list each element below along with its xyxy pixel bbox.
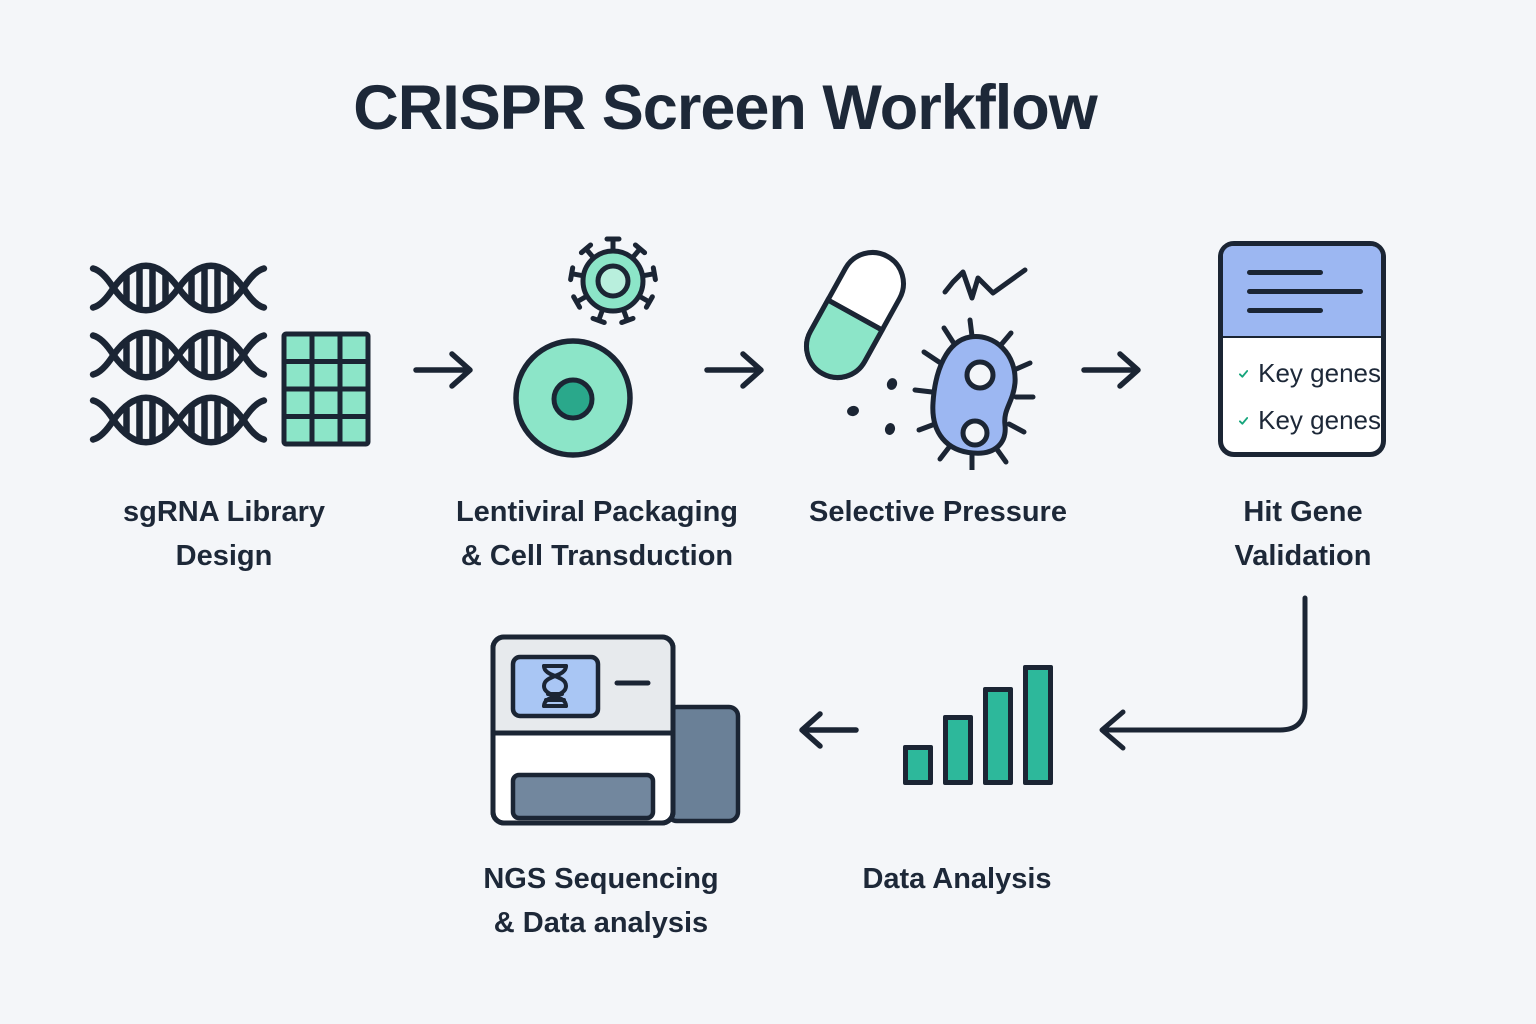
page-title: CRISPR Screen Workflow <box>353 73 1098 143</box>
sequencer-side-unit <box>665 704 741 824</box>
library-grid-icon <box>281 331 371 452</box>
bacteria-icon <box>912 317 1036 473</box>
step-label-data-analysis: Data Analysis <box>862 863 1052 895</box>
sequencer-screen <box>510 654 601 719</box>
card-text-line <box>1247 269 1323 275</box>
dots-icon <box>847 378 898 435</box>
bar <box>903 745 933 785</box>
step-label-sgrna: sgRNA Library Design <box>123 496 325 572</box>
capsule-pill-icon <box>804 250 906 380</box>
key-gene-row: Key genes <box>1239 358 1381 389</box>
dna-helix-icon <box>85 329 272 386</box>
dna-helix-icon <box>85 394 272 451</box>
arrow-left-icon <box>790 708 860 757</box>
card-text-line <box>1247 307 1323 313</box>
step-label-selective-pressure: Selective Pressure <box>809 496 1067 528</box>
virus-icon <box>563 231 663 336</box>
cell-icon <box>508 333 638 468</box>
key-gene-label: Key genes <box>1258 358 1381 388</box>
card-header <box>1223 246 1381 338</box>
step-label-ngs: NGS Sequencing & Data analysis <box>483 863 719 939</box>
arrow-right-icon <box>703 348 773 397</box>
bar-chart-icon <box>903 665 1053 785</box>
key-gene-row: Key genes <box>1239 405 1381 436</box>
stress-zigzag-icon <box>942 267 1028 301</box>
ngs-sequencer-icon <box>480 630 750 835</box>
bar <box>1023 665 1053 785</box>
key-gene-label: Key genes <box>1258 405 1381 435</box>
bar <box>983 687 1013 785</box>
arrow-right-icon <box>412 348 482 397</box>
arrow-elbow-left-icon <box>1085 592 1317 762</box>
selective-pressure-icons <box>800 240 1050 475</box>
sequencer-tray <box>510 772 656 821</box>
step-label-hit-gene: Hit Gene Validation <box>1234 496 1372 572</box>
dna-helix-icon <box>85 262 272 319</box>
arrow-right-icon <box>1080 348 1150 397</box>
step-label-lentiviral: Lentiviral Packaging & Cell Transduction <box>455 496 739 572</box>
check-icon <box>1239 369 1249 378</box>
hit-gene-card: Key genes Key genes <box>1218 241 1386 457</box>
screen-dna-icon <box>542 664 568 708</box>
check-icon <box>1239 416 1249 425</box>
bar <box>943 715 973 785</box>
card-text-line <box>1247 288 1363 294</box>
